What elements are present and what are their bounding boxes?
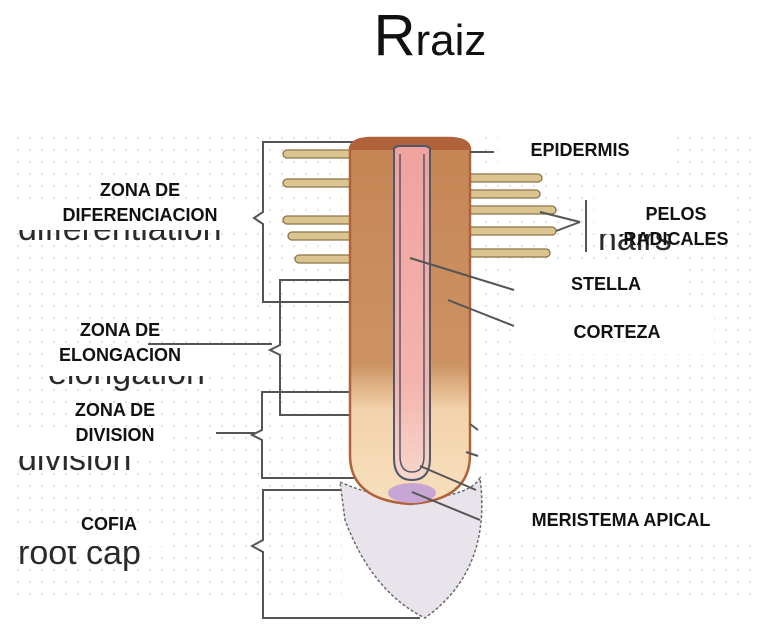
label-zona-division: ZONA DE DIVISION [40, 398, 190, 448]
label-meristema-apical: MERISTEMA APICAL [496, 508, 746, 533]
label-stella: STELLA [546, 272, 666, 297]
label-corteza: CORTEZA [532, 320, 702, 345]
label-cofia: COFIA [54, 512, 164, 537]
label-pelos-radicales: PELOS RADICALES [596, 202, 756, 252]
label-zona-elongacion: ZONA DE ELONGACION [30, 318, 210, 368]
label-zona-diferenciacion: ZONA DE DIFERENCIACION [20, 178, 260, 228]
label-epidermis: EPIDERMIS [500, 138, 660, 163]
